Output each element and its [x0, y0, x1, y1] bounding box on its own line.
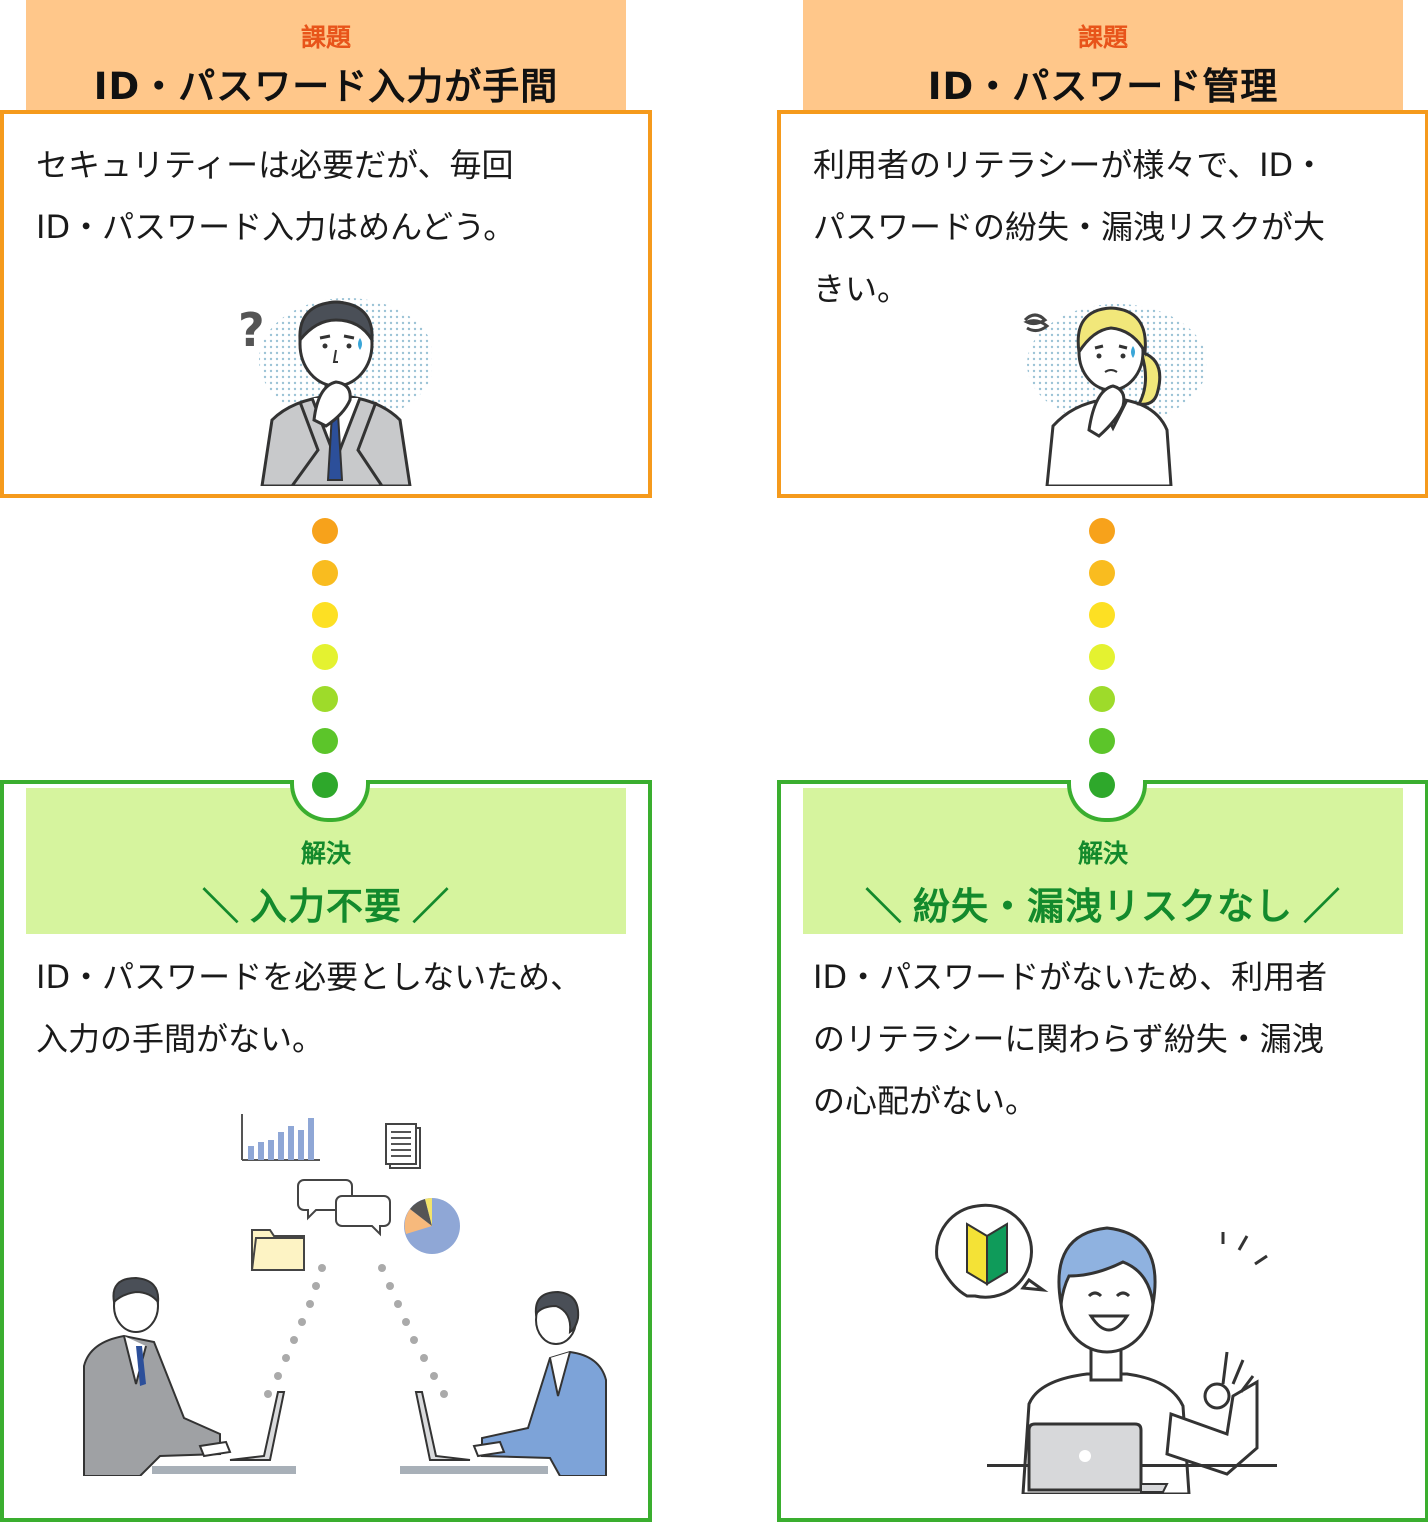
right-column: 課題 ID・パスワード管理 利用者のリテラシーが様々で、ID・ パスワードの紛失…: [777, 0, 1428, 1522]
solution-title-text: 紛失・漏洩リスクなし: [913, 885, 1293, 928]
connector-dots-right: [777, 518, 1427, 798]
issue-description: 利用者のリテラシーが様々で、ID・ パスワードの紛失・漏洩リスクが大 きい。: [813, 134, 1399, 320]
solution-line: のリテラシーに関わらず紛失・漏洩: [813, 1020, 1324, 1058]
connector-dot: [1089, 772, 1115, 798]
solution-line: の心配がない。: [813, 1082, 1038, 1120]
connector-dot: [1089, 560, 1115, 586]
connector-dots-left: [0, 518, 650, 798]
solution-title: ＼入力不要／: [26, 876, 626, 930]
solution-tag: 解決: [300, 839, 351, 868]
connector-dot: [312, 772, 338, 798]
issue-description: セキュリティーは必要だが、毎回 ID・パスワード入力はめんどう。: [36, 134, 622, 258]
remote-collaboration-illustration: [83, 1114, 607, 1476]
confused-businessman-illustration: ?: [238, 298, 432, 486]
solution-box-left: 解決 ＼入力不要／ ID・パスワードを必要としないため、 入力の手間がない。: [0, 772, 652, 1522]
connector-dot: [1089, 644, 1115, 670]
solution-line: ID・パスワードがないため、利用者: [813, 958, 1328, 996]
solution-line: ID・パスワードを必要としないため、: [36, 958, 583, 996]
businessman-at-laptop: [83, 1276, 296, 1476]
connector-dot: [1089, 728, 1115, 754]
chat-bubbles-icon: [297, 1179, 391, 1237]
folder-icon: [250, 1229, 305, 1271]
solution-tag: 解決: [1077, 839, 1128, 868]
issue-line: きい。: [813, 270, 910, 308]
connector-dot: [312, 644, 338, 670]
solution-title-text: 入力不要: [250, 885, 402, 928]
document-icon: [385, 1123, 421, 1169]
solution-description: ID・パスワードがないため、利用者 のリテラシーに関わらず紛失・漏洩 の心配がな…: [813, 946, 1399, 1132]
question-mark-icon: ?: [238, 303, 265, 357]
issue-title: ID・パスワード入力が手間: [93, 65, 559, 108]
title-mark-right: ／: [1303, 885, 1341, 928]
businesswoman-at-laptop: [400, 1290, 607, 1476]
dotted-path: [264, 1264, 448, 1398]
connector-dot: [1089, 602, 1115, 628]
connector-dot: [312, 728, 338, 754]
connector-dot: [1089, 518, 1115, 544]
issue-tag: 課題: [1077, 23, 1128, 52]
worried-woman-illustration: [1023, 304, 1207, 486]
solution-box-right: 解決 ＼紛失・漏洩リスクなし／ ID・パスワードがないため、利用者 のリテラシー…: [777, 772, 1428, 1522]
issue-header-left: 課題 ID・パスワード入力が手間: [26, 0, 626, 112]
solution-title: ＼紛失・漏洩リスクなし／: [803, 876, 1403, 930]
connector-dot: [1089, 686, 1115, 712]
beginner-mark-icon: [935, 1203, 1049, 1299]
issue-box-left: セキュリティーは必要だが、毎回 ID・パスワード入力はめんどう。 ?: [0, 110, 652, 498]
solution-line: 入力の手間がない。: [36, 1020, 325, 1058]
dizzy-swirl-icon: [1023, 313, 1050, 333]
issue-line: パスワードの紛失・漏洩リスクが大: [813, 208, 1326, 246]
solution-description: ID・パスワードを必要としないため、 入力の手間がない。: [36, 946, 622, 1070]
issue-box-right: 利用者のリテラシーが様々で、ID・ パスワードの紛失・漏洩リスクが大 きい。: [777, 110, 1428, 498]
left-column: 課題 ID・パスワード入力が手間 セキュリティーは必要だが、毎回 ID・パスワー…: [0, 0, 652, 1522]
title-mark-right: ／: [412, 885, 450, 928]
connector-dot: [312, 602, 338, 628]
connector-dot: [312, 560, 338, 586]
issue-title: ID・パスワード管理: [927, 65, 1279, 108]
solution-header-right: 解決 ＼紛失・漏洩リスクなし／: [803, 788, 1403, 934]
issue-line: ID・パスワード入力はめんどう。: [36, 208, 516, 246]
connector-dot: [312, 518, 338, 544]
pie-chart-icon: [404, 1198, 460, 1254]
issue-line: 利用者のリテラシーが様々で、ID・: [813, 146, 1326, 184]
connector-dot: [312, 686, 338, 712]
issue-header-right: 課題 ID・パスワード管理: [803, 0, 1403, 112]
issue-line: セキュリティーは必要だが、毎回: [36, 146, 514, 184]
happy-beginner-illustration: [935, 1203, 1277, 1494]
bar-chart-icon: [241, 1114, 320, 1161]
title-mark-left: ＼: [202, 885, 240, 928]
title-mark-left: ＼: [865, 885, 903, 928]
issue-tag: 課題: [300, 23, 351, 52]
